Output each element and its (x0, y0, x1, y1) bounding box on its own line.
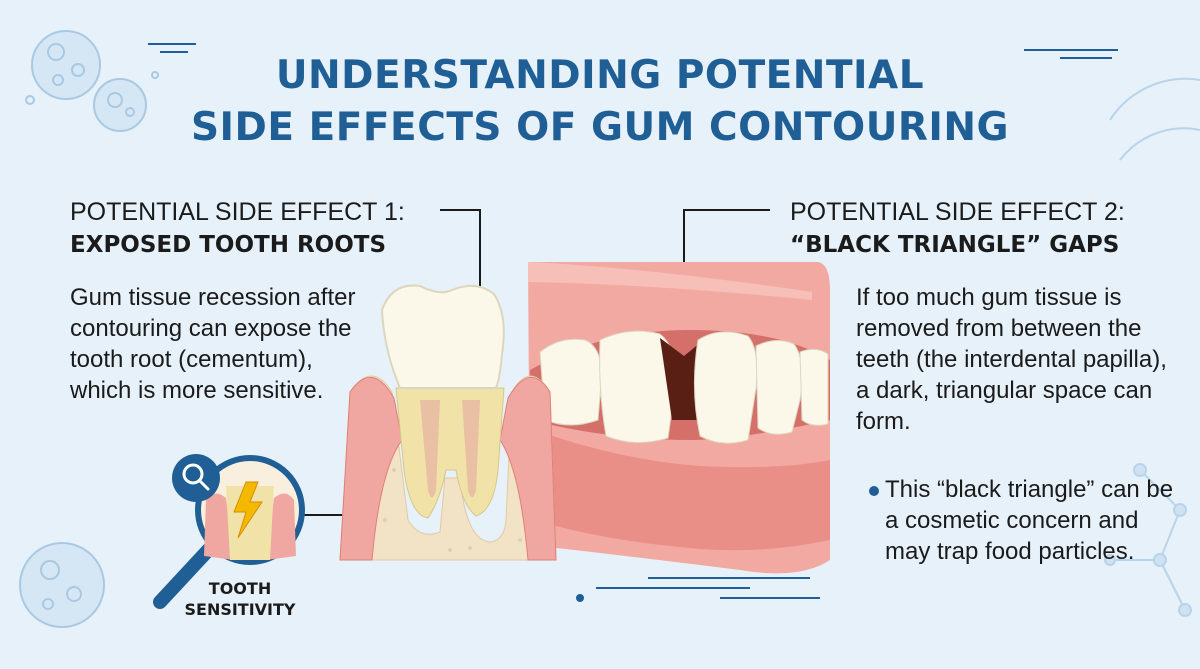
side-effect-2-bullet: This “black triangle” can be a cosmetic … (885, 476, 1174, 565)
page-title-line1: UNDERSTANDING POTENTIAL (275, 53, 925, 98)
bullet-dot-icon (869, 486, 879, 496)
side-effect-1-description: Gum tissue recession after contouring ca… (70, 284, 356, 404)
page-title: UNDERSTANDING POTENTIAL SIDE EFFECTS OF … (0, 50, 1200, 154)
side-effect-2-description: If too much gum tissue is removed from b… (856, 284, 1167, 435)
molecule-decoration-icon (1104, 77, 1200, 617)
side-effect-2-label: POTENTIAL SIDE EFFECT 2: (790, 198, 1125, 226)
gum-arch-illustration (528, 262, 830, 574)
tooth-sensitivity-label-line1: TOOTH (208, 579, 272, 598)
side-effect-1-label: POTENTIAL SIDE EFFECT 1: (70, 198, 405, 226)
tooth-sensitivity-label-line2: SENSITIVITY (184, 600, 296, 619)
page-title-line2: SIDE EFFECTS OF GUM CONTOURING (190, 105, 1010, 150)
side-effect-1-heading: POTENTIAL SIDE EFFECT 1: EXPOSED TOOTH R… (70, 196, 405, 262)
side-effect-2-heading: POTENTIAL SIDE EFFECT 2: “BLACK TRIANGLE… (790, 196, 1125, 262)
side-effect-2-title: “BLACK TRIANGLE” GAPS (790, 232, 1120, 258)
decorative-lines-icon (148, 43, 1118, 602)
magnifier-sensitivity-icon (153, 455, 305, 609)
tooth-sensitivity-label: TOOTH SENSITIVITY (170, 578, 310, 620)
side-effect-1-title: EXPOSED TOOTH ROOTS (70, 232, 387, 258)
tooth-cross-section-illustration (339, 284, 557, 561)
bacteria-decoration-icon (19, 30, 159, 628)
search-icon (172, 454, 220, 502)
